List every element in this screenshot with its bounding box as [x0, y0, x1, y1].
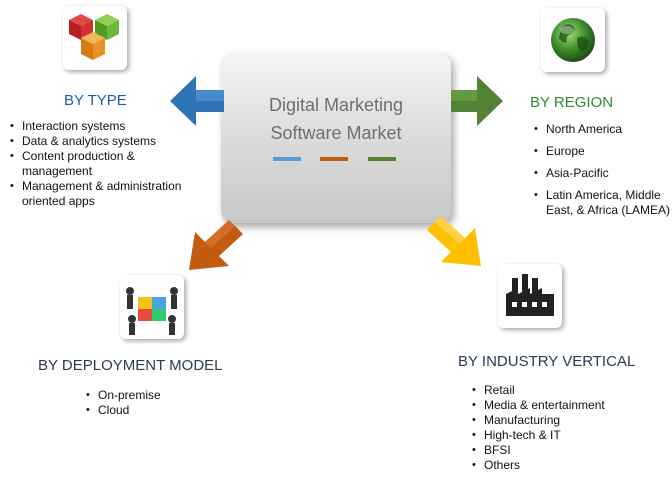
region-item: Latin America, Middle East, & Africa (LA…: [532, 188, 672, 218]
industry-list: Retail Media & entertainment Manufacturi…: [470, 383, 640, 473]
deployment-item: On-premise: [84, 388, 204, 403]
down-right-arrow-icon: [427, 216, 481, 266]
deployment-item: Cloud: [84, 403, 204, 418]
deployment-list: On-premise Cloud: [84, 388, 204, 418]
region-heading: BY REGION: [530, 94, 614, 111]
cubes-icon: [69, 14, 119, 60]
region-tile: [541, 8, 605, 72]
industry-item: BFSI: [470, 443, 640, 458]
team-puzzle-icon: [126, 287, 178, 335]
type-item: Content production & management: [8, 149, 150, 179]
industry-item: Manufacturing: [470, 413, 640, 428]
type-item: Interaction systems: [8, 119, 200, 134]
center-box: Digital Marketing Software Market: [221, 53, 451, 223]
industry-item: Retail: [470, 383, 640, 398]
industry-tile: [498, 264, 562, 328]
orange-dash: [320, 157, 348, 161]
green-dash: [368, 157, 396, 161]
industry-item: Media & entertainment: [470, 398, 640, 413]
factory-icon: [506, 274, 554, 316]
center-title-line-2: Software Market: [270, 123, 402, 143]
center-title-line-1: Digital Marketing: [268, 95, 404, 115]
left-arrow-icon: [170, 76, 224, 126]
industry-heading: BY INDUSTRY VERTICAL: [458, 353, 636, 370]
industry-item: Others: [470, 458, 640, 473]
down-left-arrow-icon: [189, 220, 243, 270]
region-item: North America: [532, 122, 672, 137]
region-item: Europe: [532, 144, 672, 159]
deployment-tile: [120, 275, 184, 339]
region-item: Asia-Pacific: [532, 166, 672, 181]
type-item: Data & analytics systems: [8, 134, 200, 149]
type-tile: [63, 6, 127, 70]
globe-icon: [551, 18, 595, 62]
type-list: Interaction systems Data & analytics sys…: [8, 119, 200, 209]
deployment-heading: BY DEPLOYMENT MODEL: [38, 357, 223, 374]
right-arrow-icon: [451, 76, 503, 126]
type-heading: BY TYPE: [64, 92, 127, 109]
type-item: Management & administration oriented app…: [8, 179, 202, 209]
center-title: Digital Marketing Software Market: [221, 91, 451, 147]
region-list: North America Europe Asia-Pacific Latin …: [532, 122, 672, 225]
blue-dash: [273, 157, 301, 161]
industry-item: High-tech & IT: [470, 428, 640, 443]
